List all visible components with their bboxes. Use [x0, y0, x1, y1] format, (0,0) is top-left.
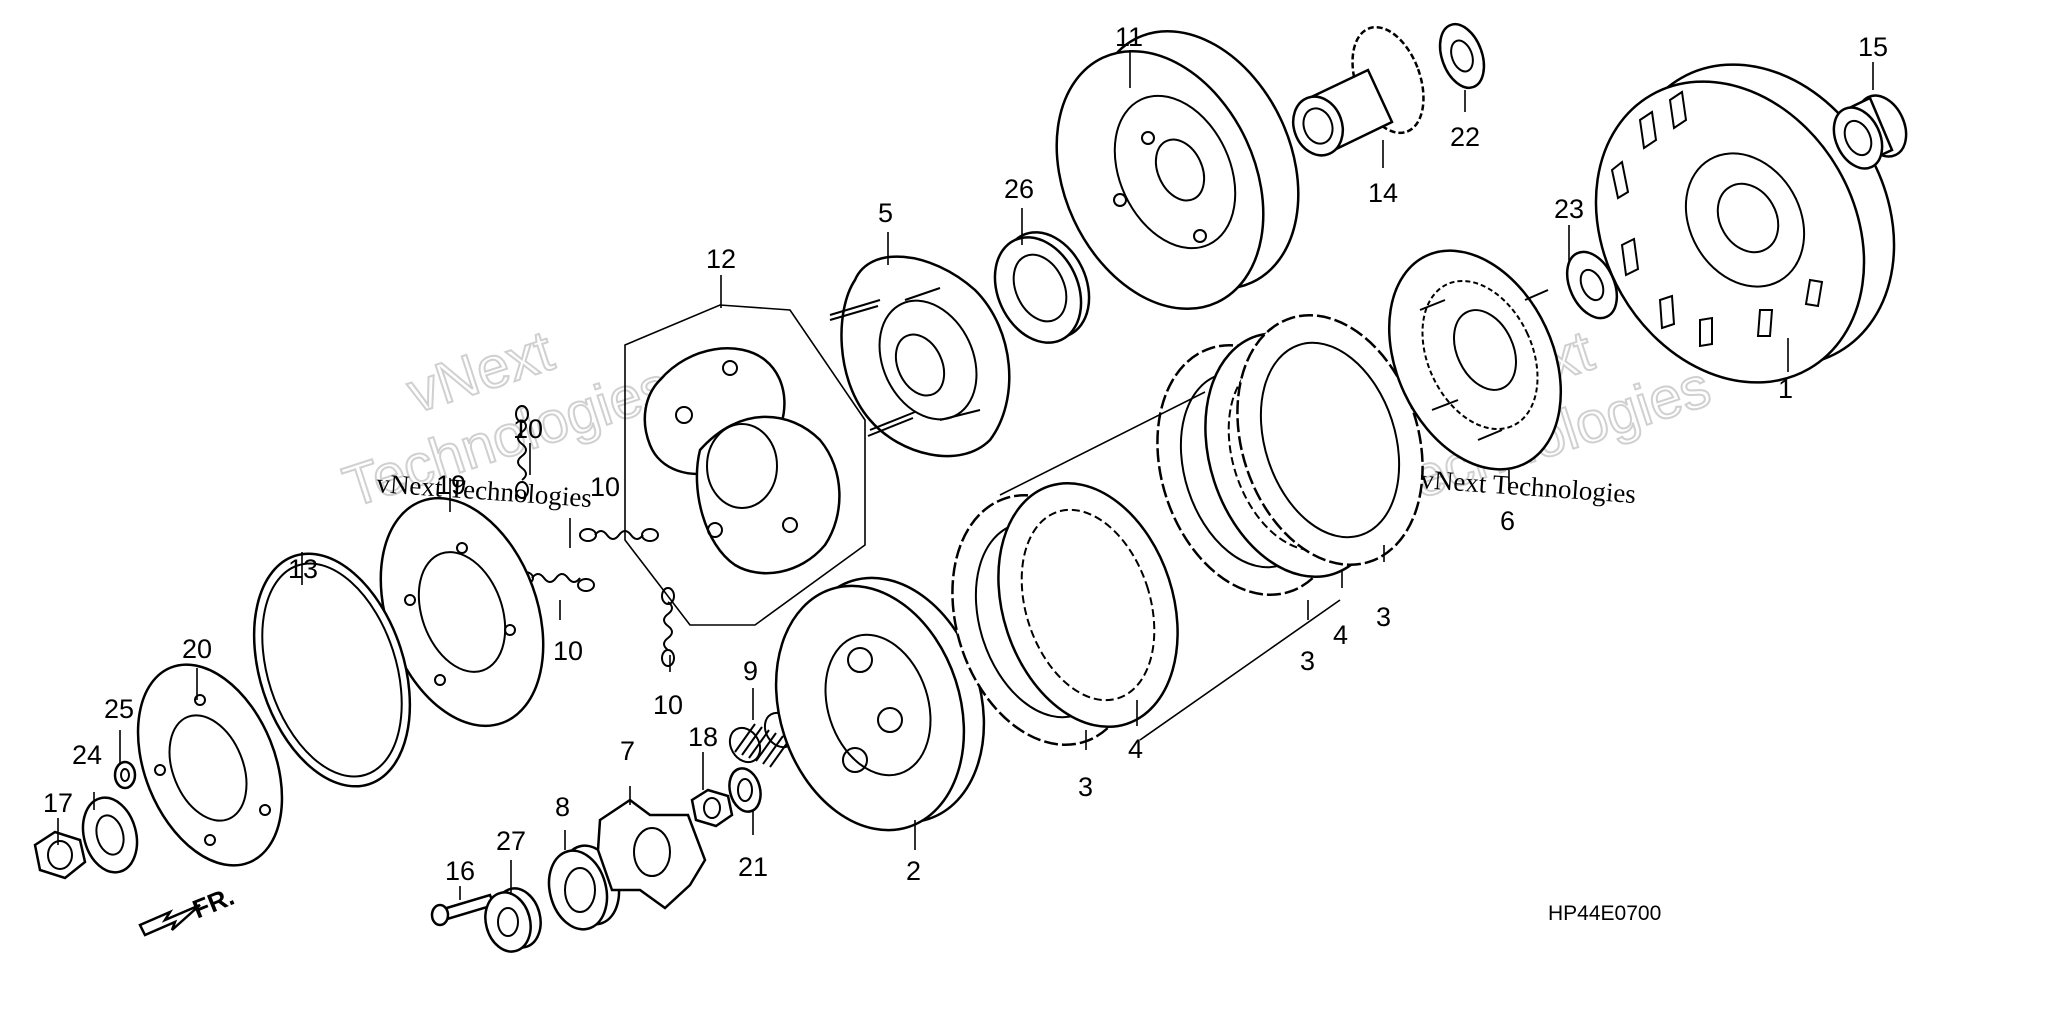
watermark-small-left: vNext Technologies	[376, 468, 593, 513]
callout-20: 20	[182, 634, 212, 664]
part-washer-24[interactable]	[75, 792, 145, 879]
part-bushing[interactable]	[1825, 88, 1916, 177]
callout-4-lower: 4	[1128, 734, 1143, 764]
callout-2: 2	[906, 856, 921, 886]
part-ring-13[interactable]	[226, 534, 437, 807]
part-washer-22[interactable]	[1432, 18, 1492, 94]
callout-24: 24	[72, 740, 102, 770]
part-bolt-16[interactable]	[430, 893, 496, 927]
callout-6: 6	[1500, 506, 1515, 536]
callout-16: 16	[445, 856, 475, 886]
callout-8: 8	[555, 792, 570, 822]
part-seal-8[interactable]	[541, 839, 628, 936]
callout-26: 26	[1004, 174, 1034, 204]
callout-3-mid: 3	[1300, 646, 1315, 676]
part-washer-25[interactable]	[113, 760, 137, 790]
watermark-small-right: vNext Technologies	[1420, 464, 1637, 509]
part-friction-disc-3c[interactable]	[1207, 291, 1453, 589]
callout-23: 23	[1554, 194, 1584, 224]
part-plate-20[interactable]	[110, 643, 309, 886]
part-drive-drum[interactable]	[1017, 0, 1338, 343]
part-pressure-plate[interactable]	[1356, 223, 1595, 497]
callout-25: 25	[104, 694, 134, 724]
callout-10-right: 10	[590, 472, 620, 502]
callout-10-top: 10	[513, 414, 543, 444]
part-gear-14[interactable]	[1285, 17, 1437, 162]
callout-7: 7	[620, 736, 635, 766]
part-washer-23[interactable]	[1557, 244, 1626, 326]
part-clutch-plate-4a[interactable]	[969, 460, 1208, 750]
callout-13: 13	[288, 554, 318, 584]
part-spring-10d[interactable]	[661, 587, 675, 667]
callout-9: 9	[743, 656, 758, 686]
callout-19: 19	[436, 470, 466, 500]
callout-22: 22	[1450, 122, 1480, 152]
part-lock-plate-7[interactable]	[596, 798, 707, 910]
part-nut-18[interactable]	[690, 788, 734, 828]
front-arrow-icon	[138, 903, 201, 937]
callout-5: 5	[878, 198, 893, 228]
front-label: FR.	[188, 881, 238, 925]
callout-11: 11	[1115, 22, 1143, 52]
part-spring-10a[interactable]	[515, 405, 529, 499]
callout-27: 27	[496, 826, 526, 856]
callout-14: 14	[1368, 178, 1398, 208]
callout-21: 21	[738, 852, 768, 882]
callout-15: 15	[1858, 32, 1888, 62]
part-clutch-outer[interactable]	[1543, 16, 1948, 432]
part-drive-plate[interactable]	[829, 255, 1011, 458]
stack-guide-lines	[999, 391, 1341, 741]
callout-12: 12	[706, 244, 736, 274]
front-direction-indicator: FR.	[138, 881, 238, 937]
leader-lines	[57, 50, 1874, 900]
callout-labels: 1 2 3 3 3 4 4 5 6 7 8 9 10 10 10 10 11 1…	[43, 22, 1888, 886]
callout-10-bottom: 10	[653, 690, 683, 720]
part-clutch-center[interactable]	[746, 553, 1014, 854]
part-bearing-27[interactable]	[479, 883, 547, 956]
diagram-code: HP44E0700	[1548, 902, 1661, 925]
callout-4-upper: 4	[1333, 620, 1348, 650]
callout-18: 18	[688, 722, 718, 752]
callout-1: 1	[1778, 374, 1793, 404]
callout-10-left: 10	[553, 636, 583, 666]
part-washer-21[interactable]	[725, 765, 765, 815]
part-nut-17[interactable]	[33, 830, 87, 880]
part-weight-assembly[interactable]	[624, 304, 866, 626]
callout-3-lower: 3	[1078, 772, 1093, 802]
callout-3-upper: 3	[1376, 602, 1391, 632]
part-spring-10b[interactable]	[579, 528, 659, 542]
callout-17: 17	[43, 788, 73, 818]
